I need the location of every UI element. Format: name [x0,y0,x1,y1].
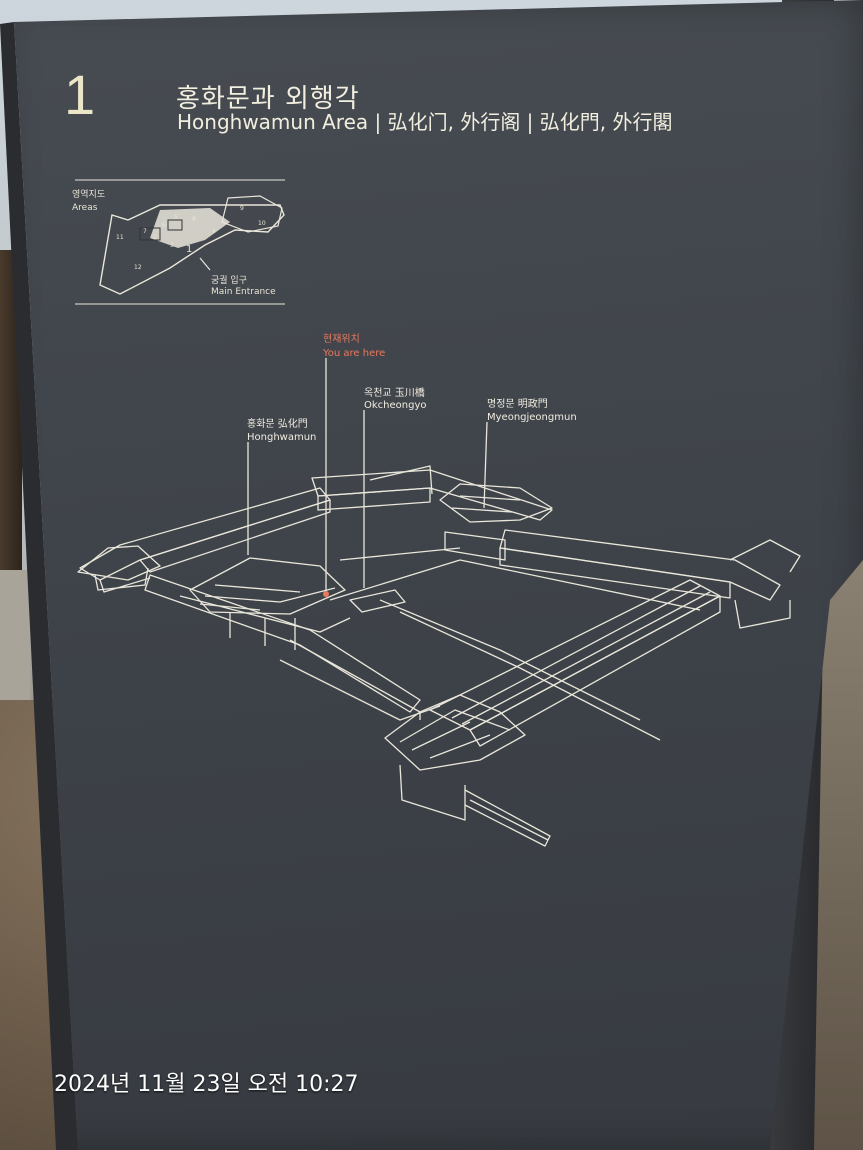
zone-number: 11 [116,234,124,241]
sign-title-multilingual: Honghwamun Area | 弘化门, 外行阁 | 弘化門, 外行閣 [177,110,673,134]
you-are-here-en: You are here [323,348,386,359]
zone-number: 3 [170,242,174,249]
sign-title-korean: 홍화문과 외행각 [176,84,360,114]
sign-number: 1 [64,63,96,126]
honghwamun-label-ko: 홍화문 弘化門 [247,419,308,430]
okcheongyo-label-ko: 옥천교 玉川橋 [364,388,425,399]
myeongjeongmun-label-en: Myeongjeongmun [487,412,577,423]
zone-number: 12 [134,264,142,271]
zone-number: 1 [186,244,193,255]
zone-number: 7 [143,228,147,235]
minimap-label-ko: 영역지도 [72,190,106,200]
myeongjeongmun-label-ko: 명정문 明政門 [487,399,548,410]
zone-number: 9 [240,205,244,212]
okcheongyo-label-en: Okcheongyo [364,400,427,411]
stone-wall [0,570,30,710]
zone-number: 10 [258,220,266,227]
zone-number: 2 [153,234,157,241]
minimap-label-en: Areas [72,203,98,213]
zone-number: 8 [192,216,196,223]
entrance-label-en: Main Entrance [211,287,276,297]
zone-number: 4 [212,228,216,235]
zone-number: 5 [174,214,178,221]
photo-timestamp: 2024년 11월 23일 오전 10:27 [54,1072,359,1097]
honghwamun-label-en: Honghwamun [247,432,317,443]
entrance-label-ko: 궁궐 입구 [211,276,247,286]
you-are-here-ko: 현재위치 [323,334,360,345]
zone-number: 6 [162,222,166,229]
